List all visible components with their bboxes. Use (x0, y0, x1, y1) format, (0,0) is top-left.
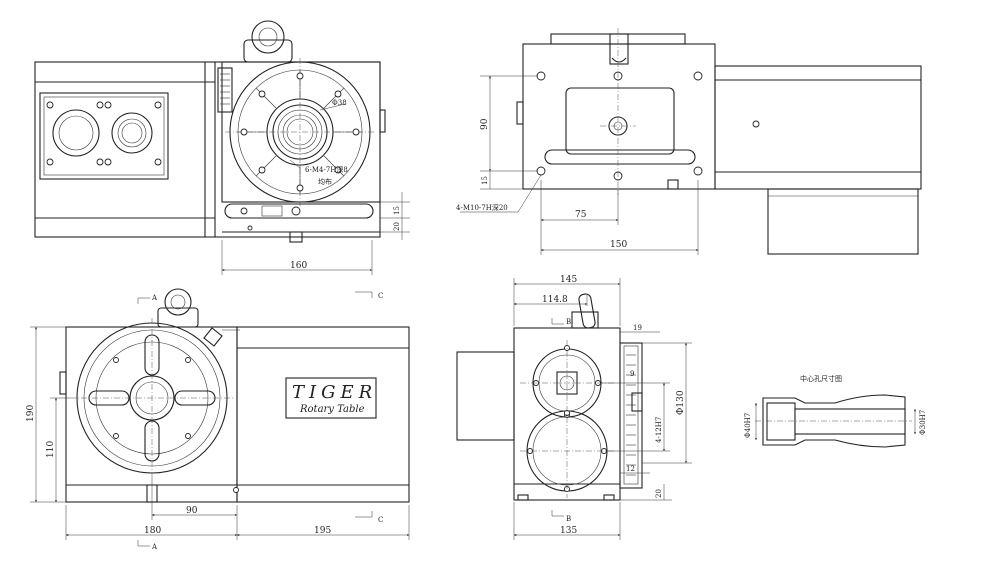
dim-side-9: 9 (630, 370, 634, 378)
right-top-view: 90 15 75 150 4-M10-7H深20 (456, 28, 922, 255)
dim-side-145: 145 (560, 275, 577, 285)
dim-right-slots: 4-M10-7H深20 (456, 203, 508, 212)
side-view: 145 114.8 135 19 9 Φ130 4-12H7 12 20 B B (456, 275, 692, 540)
section-mark-c-mid: C (378, 516, 383, 524)
dim-bore-38: Φ38 (332, 99, 347, 107)
dim-right-150: 150 (610, 240, 627, 250)
dim-front-195: 195 (314, 526, 331, 536)
dim-side-135: 135 (560, 526, 577, 536)
dim-side-130: Φ130 (676, 390, 686, 415)
section-mark-b-bottom: B (566, 515, 571, 523)
dim-tapped-holes: 6-M4-7H深8 (305, 165, 348, 174)
center-hole-detail: 中心孔尺寸图 Φ40H7 Φ30H7 (744, 374, 927, 448)
dim-right-75: 75 (575, 210, 587, 220)
dim-detail-40: Φ40H7 (744, 413, 752, 438)
dim-top-20: 20 (393, 222, 401, 231)
dim-detail-30: Φ30H7 (919, 410, 927, 435)
nameplate-brand: TIGER (292, 382, 377, 403)
section-mark-c-top: C (378, 292, 383, 300)
nameplate-subtitle: Rotary Table (299, 404, 365, 415)
top-view: 160 15 20 Φ38 6-M4-7H深8 均布 C (34, 20, 410, 300)
dim-side-19: 19 (633, 324, 642, 332)
section-mark-b-top: B (566, 318, 571, 326)
section-mark-a-bottom: A (151, 543, 158, 551)
dim-side-20: 20 (655, 489, 663, 498)
dim-front-180: 180 (144, 526, 161, 536)
dim-top-160: 160 (290, 261, 307, 271)
dim-right-90: 90 (480, 118, 490, 130)
dim-front-90: 90 (186, 506, 198, 516)
section-mark-a-top: A (151, 294, 158, 302)
dim-front-110: 110 (46, 441, 56, 458)
dim-minor-label: 均布 (318, 177, 332, 186)
dim-side-114-8: 114.8 (542, 295, 568, 305)
dim-front-190: 190 (26, 405, 36, 422)
dim-right-15: 15 (481, 176, 489, 185)
front-view: TIGER Rotary Table A A C 190 110 90 180 … (26, 288, 410, 551)
dim-side-12h7: 4-12H7 (655, 417, 663, 443)
dim-side-12: 12 (626, 465, 635, 473)
dim-top-15: 15 (393, 206, 401, 215)
detail-title: 中心孔尺寸图 (800, 374, 842, 383)
